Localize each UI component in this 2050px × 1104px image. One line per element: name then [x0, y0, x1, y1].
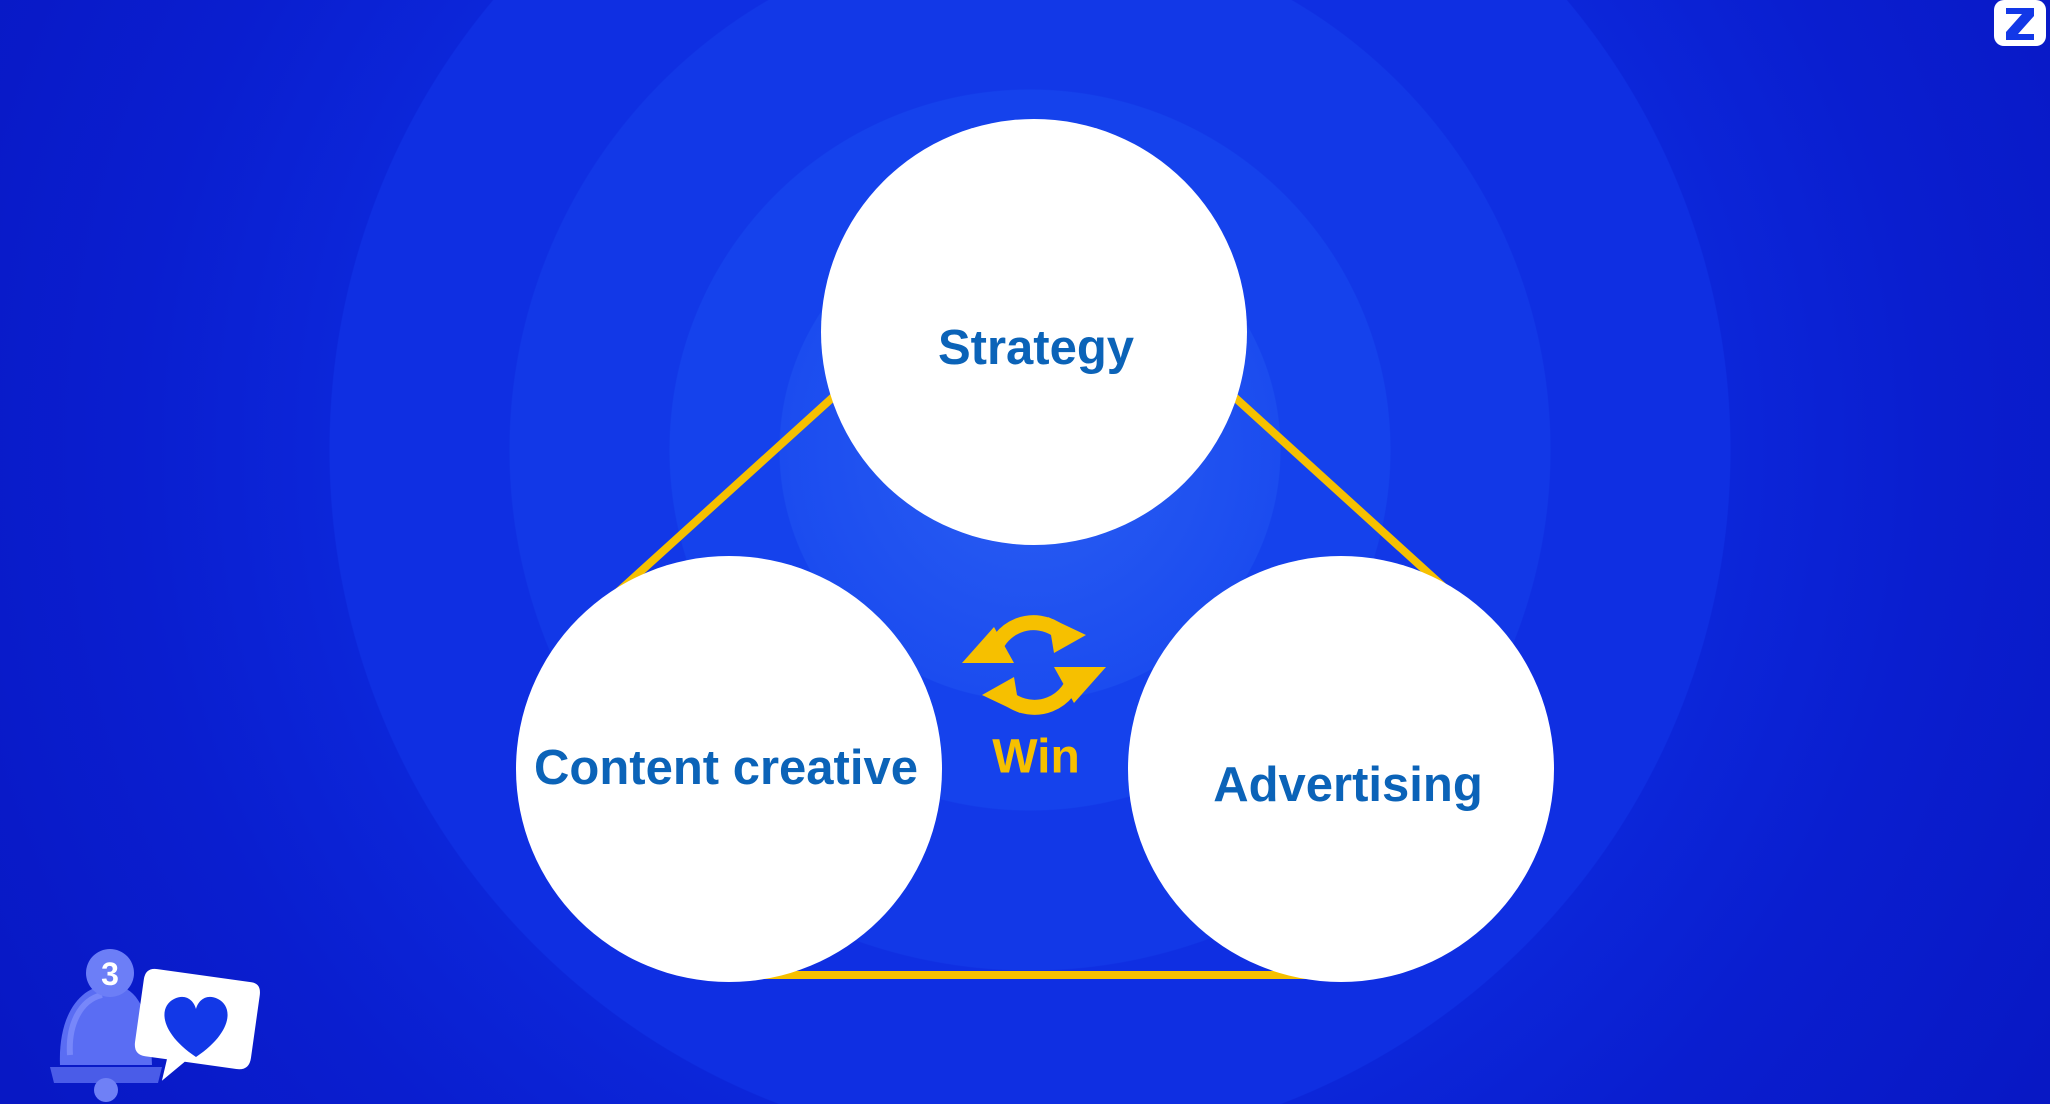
win-label: Win	[992, 730, 1080, 784]
content-creative-label: Content creative	[534, 741, 918, 795]
notification-graphic: 3	[50, 949, 260, 1102]
notification-badge-count: 3	[101, 956, 119, 992]
strategy-label: Strategy	[937, 321, 1135, 375]
connector-triangle	[561, 211, 1506, 979]
notification-badge: 3	[86, 949, 134, 997]
content-creative-circle	[516, 556, 942, 982]
advertising-label: Advertising	[1213, 758, 1483, 812]
advertising-circle	[1128, 556, 1554, 982]
heart-chat-icon	[134, 968, 260, 1081]
sync-icon	[962, 615, 1106, 715]
brand-logo-icon	[1994, 0, 2046, 46]
bell-icon	[50, 985, 162, 1102]
strategy-circle	[821, 119, 1247, 545]
